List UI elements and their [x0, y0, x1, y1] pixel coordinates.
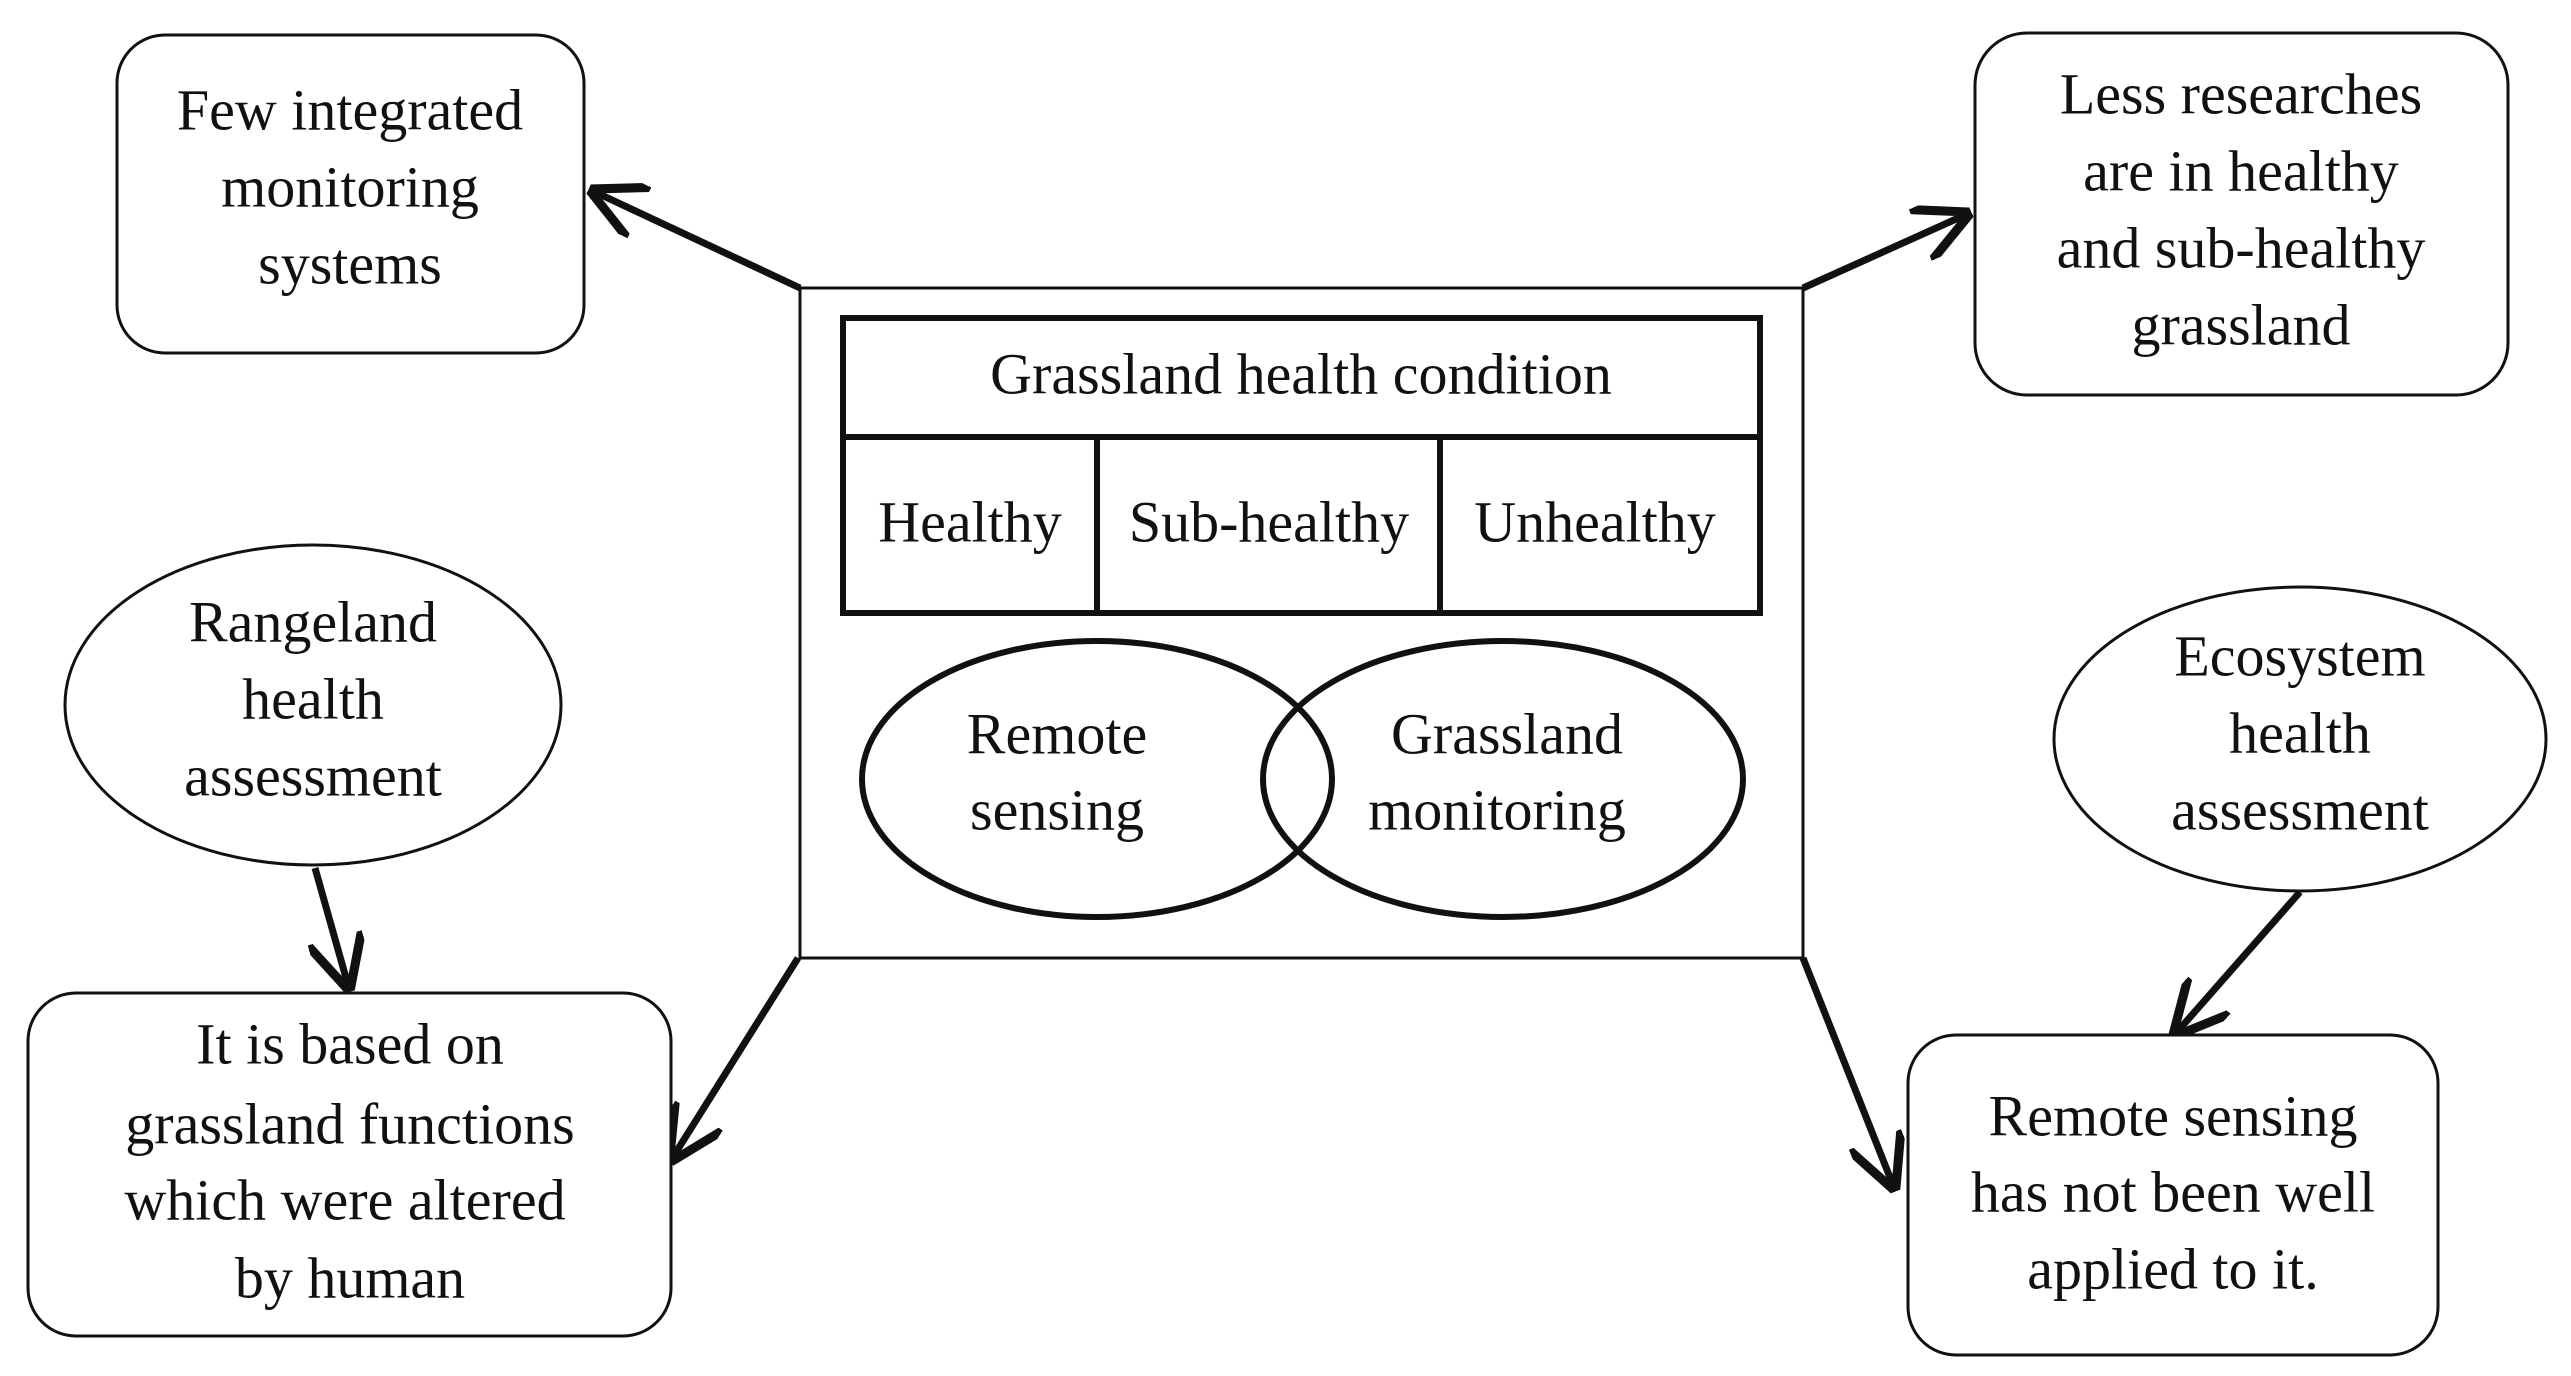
top-left-line-3: systems — [258, 231, 442, 296]
venn-grassland-monitoring — [1260, 638, 1746, 920]
arrow-ecosystem-to-bottom-right — [2177, 889, 2303, 1032]
top-right-box: Less researches are in healthy and sub-h… — [1973, 31, 2510, 397]
bottom-left-line-1: It is based on — [196, 1011, 504, 1076]
top-left-line-2: monitoring — [221, 154, 479, 219]
top-right-line-3: and sub-healthy — [2057, 215, 2426, 280]
venn-left-line-1: Remote — [967, 701, 1147, 766]
arrow-rangeland-to-bottom-left — [315, 867, 348, 985]
center-panel: Grassland health condition Healthy Sub-h… — [798, 286, 1805, 960]
bottom-left-line-4: by human — [235, 1245, 465, 1310]
top-right-line-4: grassland — [2131, 292, 2350, 357]
rangeland-ellipse: Rangeland health assessment — [63, 543, 563, 867]
ecosystem-line-1: Ecosystem — [2174, 623, 2425, 688]
arrow-to-bottom-left — [673, 956, 801, 1157]
bottom-left-line-2: grassland functions — [125, 1091, 574, 1156]
venn-right-line-2: monitoring — [1368, 777, 1626, 842]
rangeland-line-3: assessment — [184, 743, 442, 808]
bottom-right-box: Remote sensing has not been well applied… — [1906, 1033, 2440, 1357]
level-unhealthy: Unhealthy — [1474, 489, 1716, 554]
ecosystem-ellipse: Ecosystem health assessment — [2052, 585, 2548, 893]
health-condition-table: Grassland health condition Healthy Sub-h… — [840, 315, 1763, 616]
top-right-line-2: are in healthy — [2083, 138, 2399, 203]
rangeland-line-2: health — [242, 666, 384, 731]
top-left-line-1: Few integrated — [177, 77, 523, 142]
venn-right-line-1: Grassland — [1391, 701, 1623, 766]
table-title: Grassland health condition — [990, 341, 1612, 406]
venn-diagram: Remote sensing Grassland monitoring — [859, 638, 1746, 920]
level-sub-healthy: Sub-healthy — [1129, 489, 1409, 554]
bottom-left-box: It is based on grassland functions which… — [26, 991, 673, 1338]
bottom-right-line-3: applied to it. — [2027, 1236, 2319, 1301]
level-healthy: Healthy — [878, 489, 1062, 554]
bottom-left-line-3: which were altered — [124, 1167, 565, 1232]
ecosystem-line-2: health — [2229, 700, 2371, 765]
top-right-line-1: Less researches — [2060, 61, 2422, 126]
venn-left-line-2: sensing — [970, 777, 1144, 842]
rangeland-line-1: Rangeland — [189, 589, 437, 654]
arrow-to-bottom-right — [1799, 956, 1893, 1185]
top-left-box: Few integrated monitoring systems — [115, 33, 586, 355]
arrow-to-top-left — [595, 192, 802, 292]
ecosystem-line-3: assessment — [2171, 777, 2429, 842]
venn-remote-sensing — [859, 638, 1335, 920]
bottom-right-line-2: has not been well — [1971, 1159, 2375, 1224]
arrow-to-top-right — [1801, 215, 1965, 292]
bottom-right-line-1: Remote sensing — [1989, 1083, 2358, 1148]
